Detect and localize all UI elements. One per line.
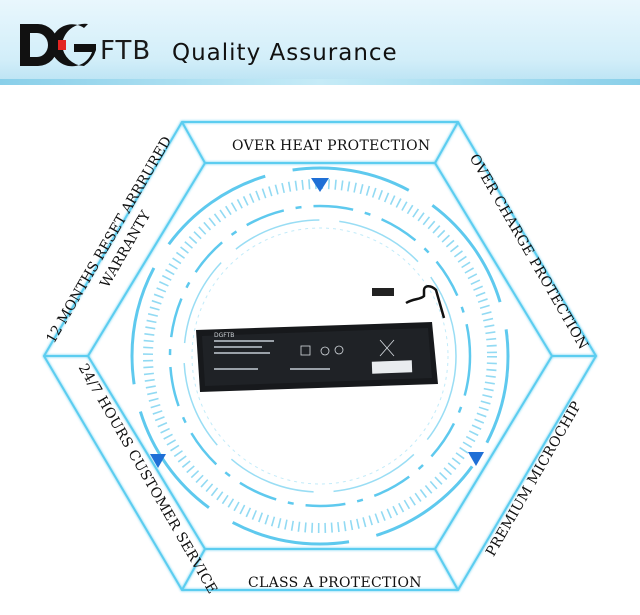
arrow-down-icon — [311, 178, 329, 192]
feature-diagram: DGFTB OVER HEAT PROTECTION OVER CHARGE P… — [0, 85, 640, 615]
page-title: Quality Assurance — [172, 40, 398, 66]
battery-image: DGFTB — [196, 285, 446, 392]
segment-ring — [168, 204, 472, 508]
header-stripe — [0, 79, 640, 85]
tick-ring — [143, 179, 497, 533]
feature-top: OVER HEAT PROTECTION — [232, 138, 431, 154]
feature-bottom: CLASS A PROTECTION — [248, 575, 422, 591]
inner-ring — [183, 219, 457, 493]
hexagon-connectors — [44, 121, 596, 591]
header-banner: FTB Quality Assurance — [0, 0, 640, 85]
brand-logo — [20, 23, 96, 67]
svg-text:DGFTB: DGFTB — [214, 332, 234, 339]
arrow-down-icon — [150, 454, 166, 468]
core-ring — [191, 227, 449, 485]
arrow-down-icon — [468, 452, 484, 466]
outer-ring — [130, 166, 510, 546]
brand-suffix: FTB — [100, 36, 152, 66]
